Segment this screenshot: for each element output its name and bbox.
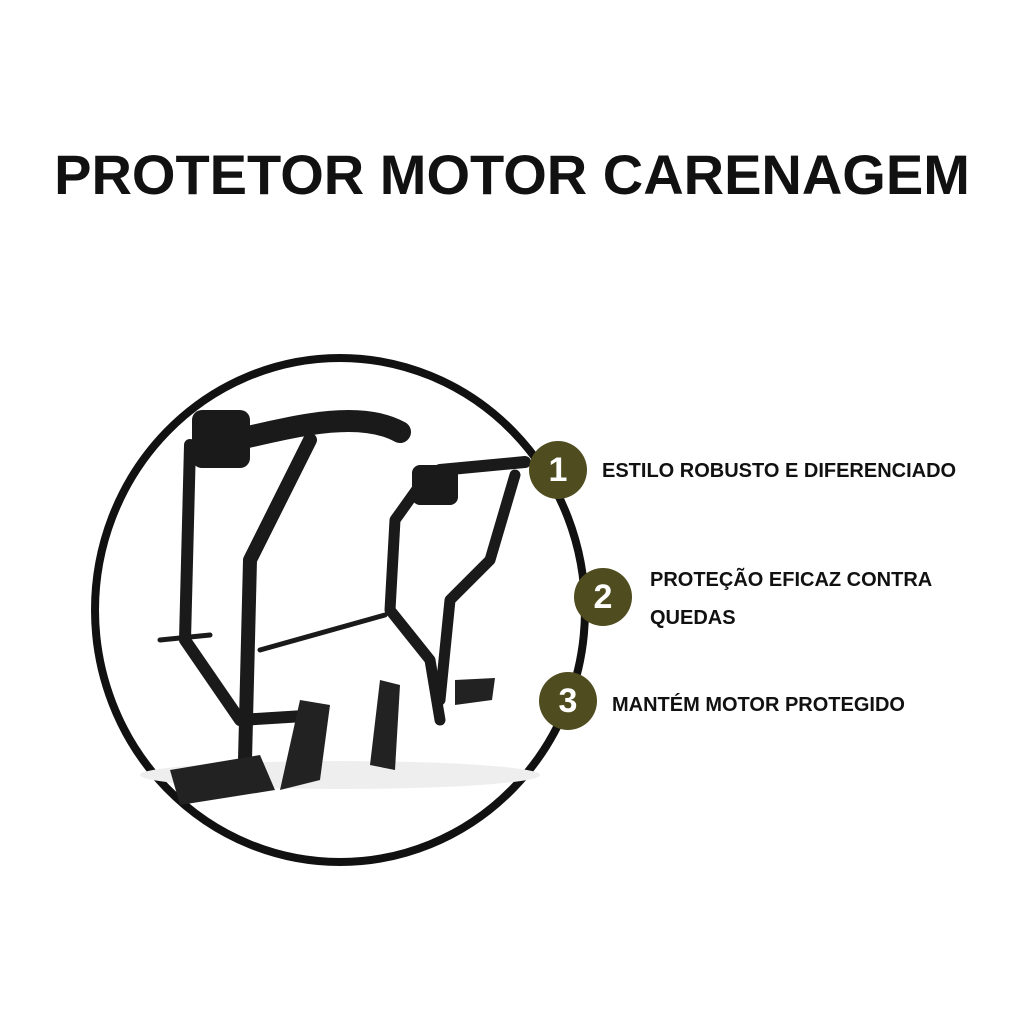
engine-guard-image — [140, 409, 540, 805]
feature-badge-3: 3 — [539, 672, 597, 730]
feature-text-line: PROTEÇÃO EFICAZ CONTRA — [650, 569, 933, 591]
feature-badge-1: 1 — [529, 441, 587, 499]
badge-number: 3 — [558, 681, 578, 720]
feature-text-1: ESTILO ROBUSTO E DIFERENCIADO — [602, 460, 957, 482]
feature-text-line: QUEDAS — [650, 607, 736, 629]
feature-text-2: PROTEÇÃO EFICAZ CONTRA QUEDAS — [650, 561, 932, 637]
title-text: PROTETOR MOTOR CARENAGEM — [54, 143, 970, 206]
badge-number: 2 — [593, 577, 613, 616]
feature-badge-2: 2 — [574, 568, 632, 626]
feature-text-3: MANTÉM MOTOR PROTEGIDO — [612, 694, 905, 716]
badge-number: 1 — [548, 450, 568, 489]
page-title: PROTETOR MOTOR CARENAGEM — [0, 140, 1024, 210]
